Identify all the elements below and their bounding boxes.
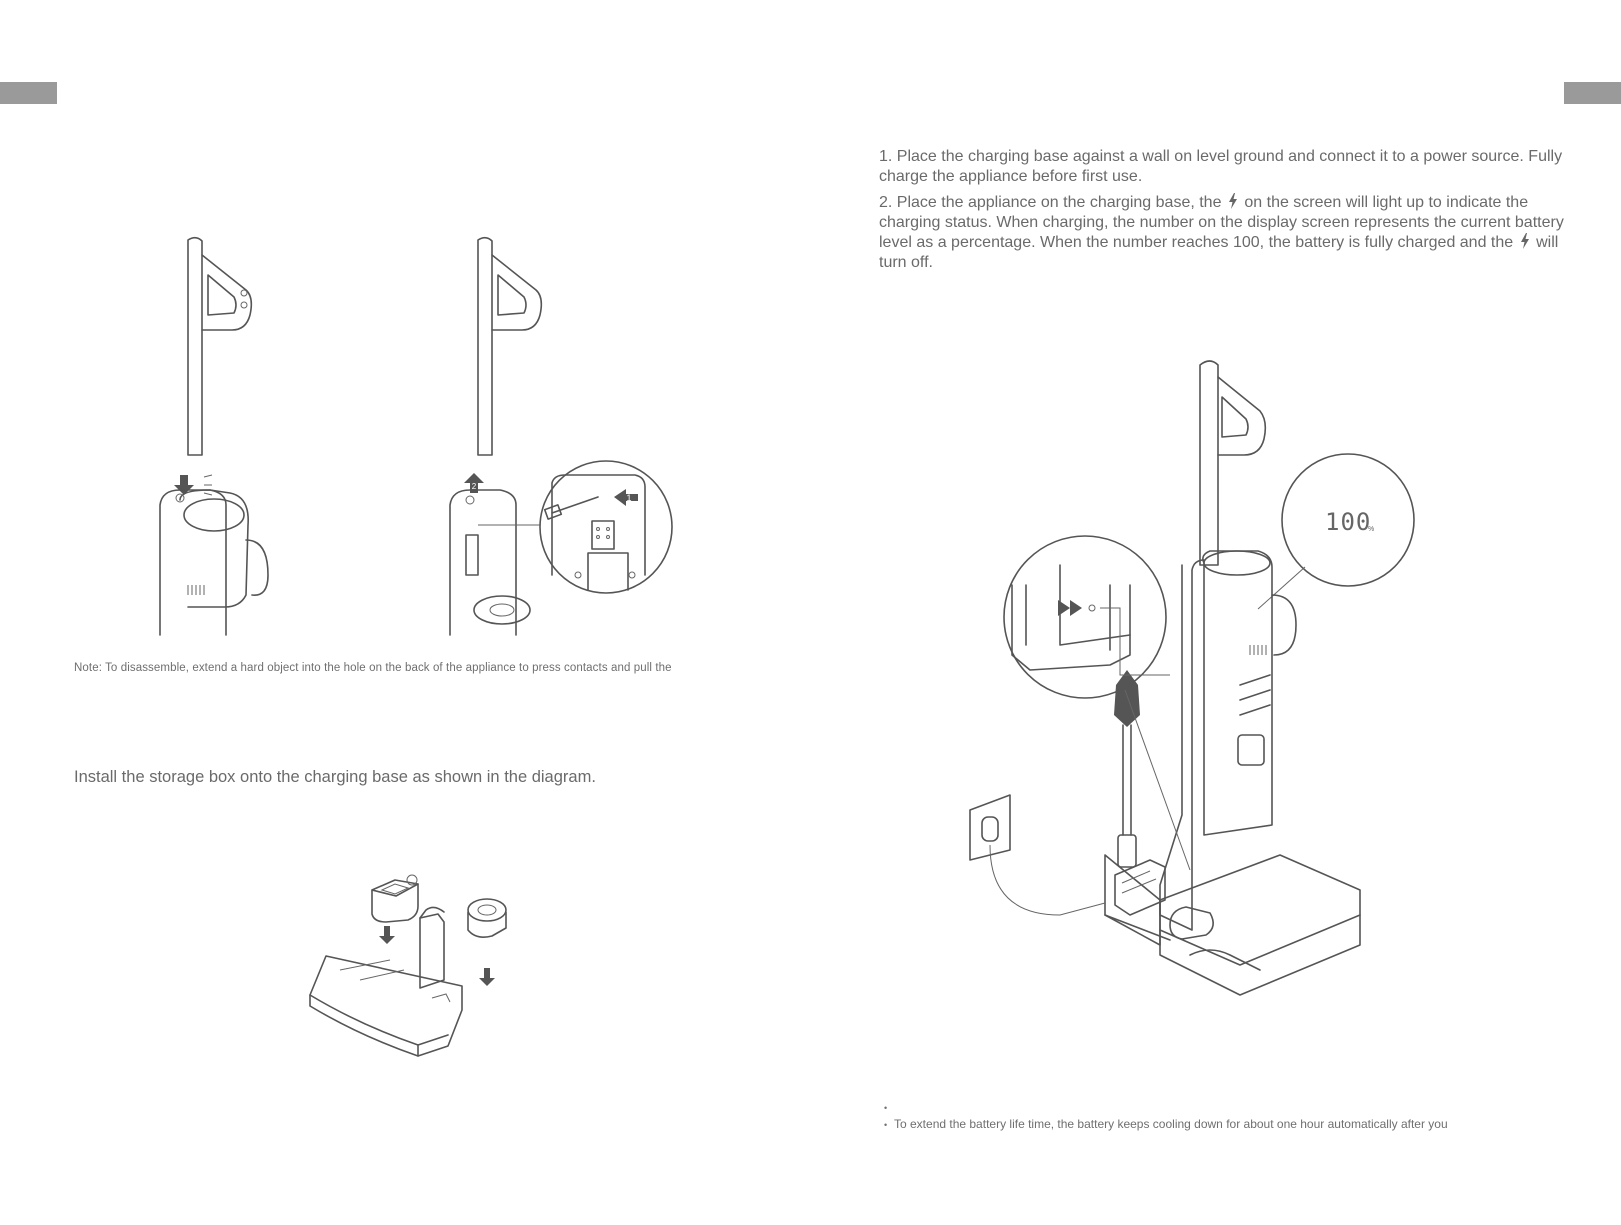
lightning-bolt-icon [1228,193,1237,209]
storage-box [371,874,419,923]
step-1-text: 1. Place the charging base against a wal… [879,148,1563,185]
svg-text:2: 2 [472,482,477,491]
handle-tube [187,236,253,456]
cleaning-brush [1114,670,1140,868]
vacuum-body [1159,550,1297,931]
storage-box-installation-illustration [309,874,507,1057]
bullet-dot-icon: • [884,1103,888,1113]
lightning-bolt-icon [1520,233,1529,249]
bullet-dot-icon: • [884,1120,888,1130]
wall-socket [969,794,1106,916]
svg-text:%: % [1368,526,1374,533]
page-tab-right [1564,82,1621,104]
step-2-text: 2. Place the appliance on the charging b… [879,193,1564,271]
disassemble-note: Note: To disassemble, extend a hard obje… [74,662,672,674]
detail-magnifier: 1 [539,460,673,594]
handle-tube [477,236,543,456]
svg-text:1: 1 [626,493,631,503]
handle-removal-illustration: 2 1 [449,236,673,636]
bullet-item: • [884,1100,894,1114]
brush-holder-ring [467,898,507,938]
arrow-icon [1058,600,1082,616]
display-magnifier: 100 % [1257,453,1415,610]
charging-base [1104,854,1171,946]
charging-illustration: 100 % [969,360,1415,996]
charging-base [309,906,463,1057]
floor-head [1159,854,1361,996]
vacuum-body [449,489,531,636]
battery-percentage-display: 100 [1325,508,1371,536]
page-tab-left [0,82,57,104]
down-arrow-icon [479,968,495,986]
handle-assembly-illustration [159,236,269,636]
install-storage-box-text: Install the storage box onto the chargin… [74,768,596,786]
bullet-item: •To extend the battery life time, the ba… [884,1117,1448,1131]
down-arrow-icon [379,926,395,944]
handle-tube [1199,360,1267,566]
detail-magnifier [1003,535,1191,871]
up-arrow-icon: 2 [464,473,484,493]
vacuum-body [159,489,269,636]
